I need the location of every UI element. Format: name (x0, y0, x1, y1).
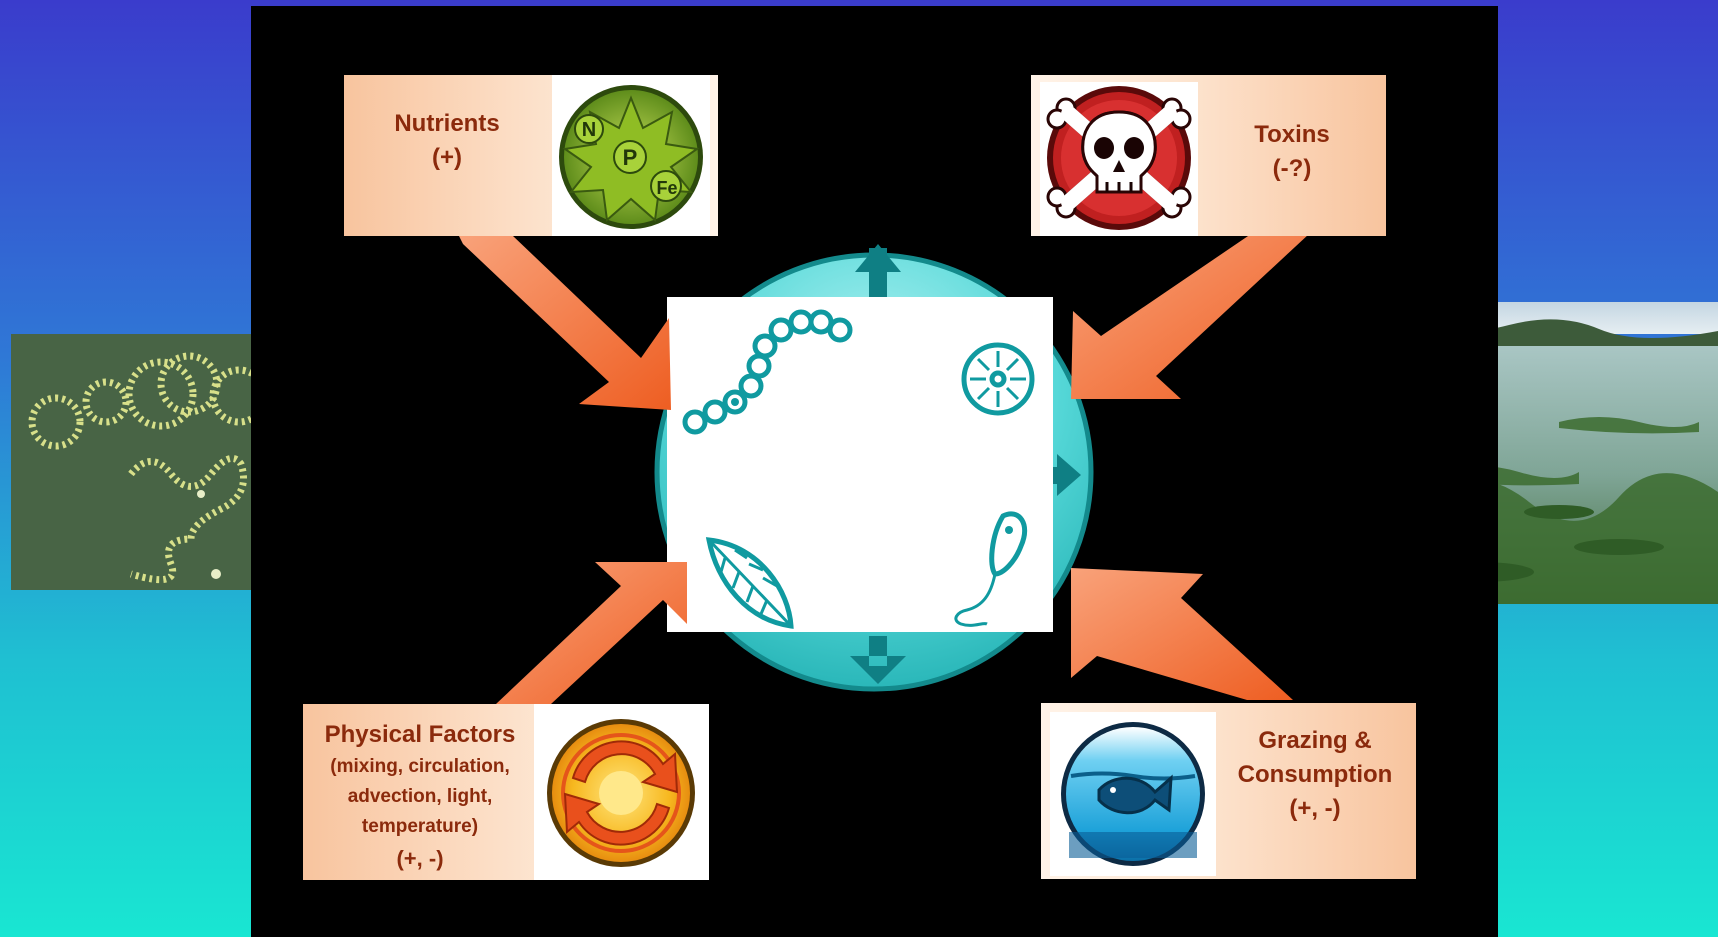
toxins-label: Toxins (-?) (1199, 118, 1385, 186)
grazing-arrow (1071, 568, 1293, 700)
physical-detail-2: advection, light, (303, 782, 537, 812)
physical-arrow (496, 562, 687, 704)
skull-crossbones-icon (1047, 86, 1191, 230)
grazing-title-line-1: Grazing & (1215, 724, 1415, 758)
grazing-title-line-2: Consumption (1215, 758, 1415, 792)
cycle-arrows-icon (547, 719, 695, 867)
diagram-panel: N P Fe (251, 6, 1498, 937)
physical-effect: (+, -) (303, 842, 537, 876)
grazing-effect: (+, -) (1215, 792, 1415, 826)
nutrients-title: Nutrients (343, 107, 551, 141)
grazing-label: Grazing & Consumption (+, -) (1215, 724, 1415, 826)
nutrients-label: Nutrients (+) (343, 107, 551, 175)
nitrogen-letter: N (582, 119, 596, 141)
physical-detail-3: temperature) (303, 812, 537, 842)
fish-in-water-icon (1061, 722, 1205, 866)
toxins-arrow (1071, 234, 1309, 399)
physical-detail-1: (mixing, circulation, (303, 752, 537, 782)
toxins-effect: (-?) (1199, 152, 1385, 186)
nutrient-star-icon: N P Fe (559, 85, 703, 229)
phosphorus-letter: P (623, 145, 638, 170)
toxins-title: Toxins (1199, 118, 1385, 152)
nutrients-arrow (459, 236, 671, 410)
nutrients-effect: (+) (343, 141, 551, 175)
iron-letter: Fe (656, 178, 677, 198)
physical-title: Physical Factors (303, 718, 537, 752)
physical-label: Physical Factors (mixing, circulation, a… (303, 718, 537, 876)
